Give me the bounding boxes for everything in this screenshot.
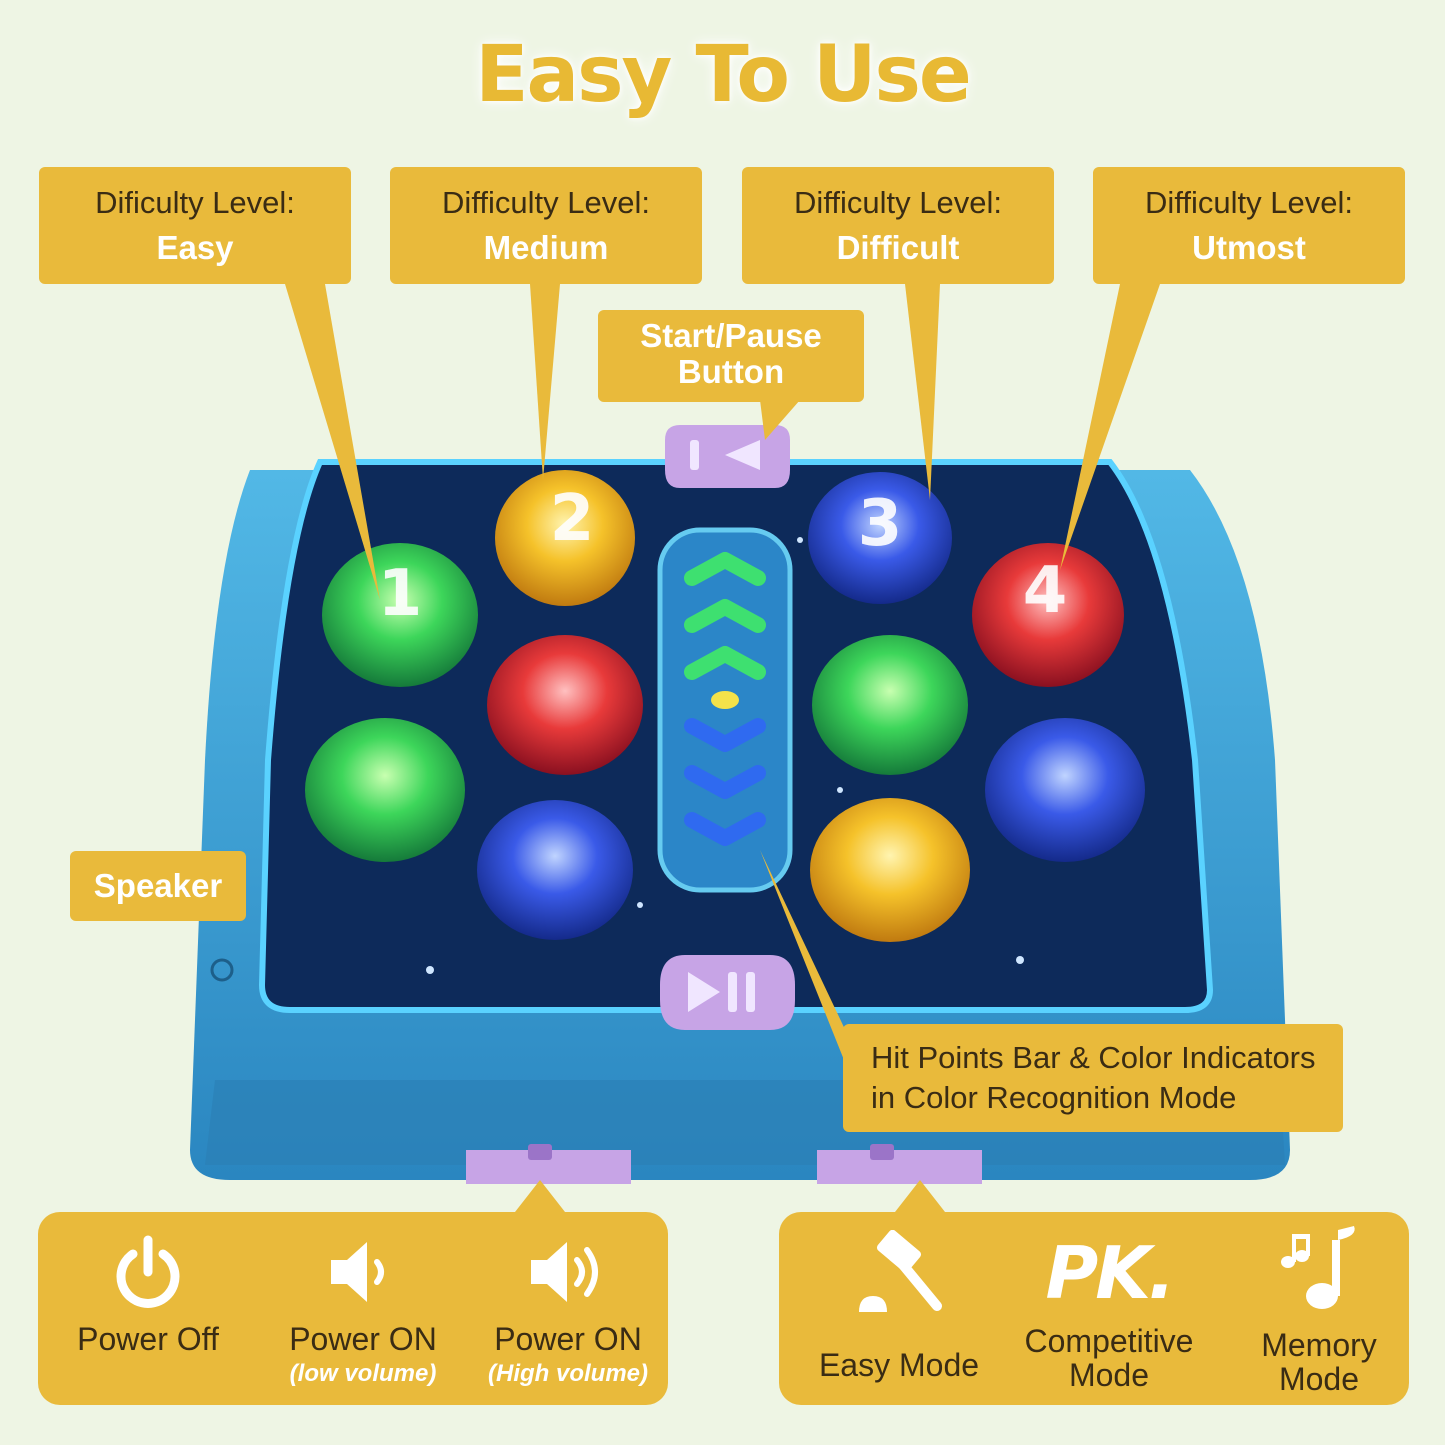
power-on-low-item: Power ON (low volume)	[263, 1232, 463, 1388]
pk-icon: PK.	[1045, 1231, 1176, 1315]
level-easy-callout: Dificulty Level: Easy	[39, 167, 351, 284]
level-value: Easy	[156, 229, 234, 266]
hammer-icon	[859, 1230, 942, 1312]
start-pause-line2: Button	[677, 353, 785, 390]
level-label: Dificulty Level:	[95, 185, 295, 220]
competitive-mode-item: PK. Competitive Mode	[1009, 1230, 1209, 1392]
level-label: Difficulty Level:	[1145, 185, 1353, 220]
power-switch-panel: Power Off Power ON (low volume) Power ON…	[38, 1212, 668, 1405]
start-pause-callout: Start/Pause Button	[598, 310, 864, 402]
memory-mode-item: Memory Mode	[1219, 1222, 1419, 1396]
power-on-high-sub: (High volume)	[488, 1360, 648, 1387]
level-value: Difficult	[836, 229, 960, 266]
page-title: Easy To Use	[475, 30, 972, 120]
competitive-mode-label1: Competitive	[1024, 1323, 1194, 1359]
mode-switch-panel: Easy Mode PK. Competitive Mode Memory Mo…	[779, 1212, 1409, 1405]
level-value: Utmost	[1192, 229, 1306, 266]
mole-number-4: 4	[1023, 554, 1068, 628]
hit-points-line1: Hit Points Bar & Color Indicators	[871, 1040, 1316, 1075]
speaker-high-icon	[531, 1242, 598, 1302]
easy-mode-item: Easy Mode	[799, 1230, 999, 1382]
level-value: Medium	[483, 229, 609, 266]
competitive-mode-label2: Mode	[1068, 1357, 1150, 1393]
power-on-low-sub: (low volume)	[289, 1360, 437, 1387]
easy-mode-label: Easy Mode	[818, 1347, 980, 1383]
speaker-callout: Speaker	[70, 851, 246, 921]
power-on-high-item: Power ON (High volume)	[468, 1232, 668, 1388]
level-label: Difficulty Level:	[794, 185, 1002, 220]
power-on-high-label: Power ON	[494, 1321, 642, 1357]
memory-mode-label2: Mode	[1278, 1361, 1360, 1397]
power-on-low-label: Power ON	[289, 1321, 437, 1357]
start-pause-line1: Start/Pause	[640, 317, 822, 354]
level-medium-callout: Difficulty Level: Medium	[390, 167, 702, 284]
mole-number-1: 1	[378, 557, 423, 631]
music-note-icon	[1281, 1226, 1355, 1309]
level-utmost-callout: Difficulty Level: Utmost	[1093, 167, 1405, 284]
power-off-label: Power Off	[77, 1321, 219, 1357]
mole-number-3: 3	[858, 487, 903, 561]
hit-points-line2: in Color Recognition Mode	[871, 1080, 1237, 1115]
power-off-item: Power Off	[58, 1232, 238, 1356]
level-difficult-callout: Difficulty Level: Difficult	[742, 167, 1054, 284]
level-label: Difficulty Level:	[442, 185, 650, 220]
speaker-low-icon	[331, 1242, 384, 1302]
mole-number-2: 2	[550, 482, 595, 556]
hit-points-callout: Hit Points Bar & Color Indicators in Col…	[843, 1024, 1343, 1132]
memory-mode-label1: Memory	[1261, 1327, 1377, 1363]
power-icon	[116, 1235, 180, 1308]
